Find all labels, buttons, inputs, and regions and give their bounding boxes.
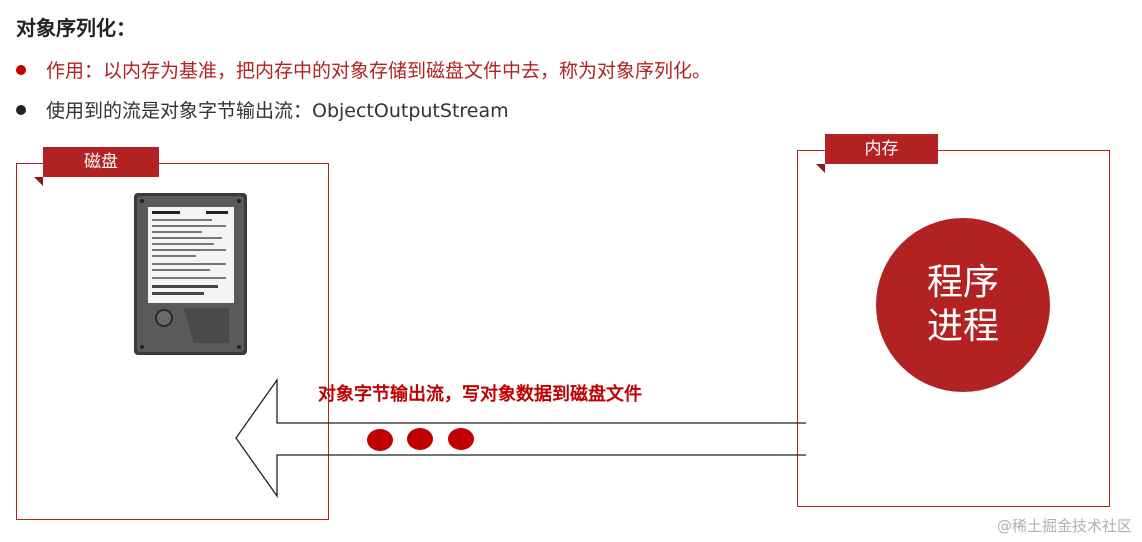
page-title: 对象序列化：: [16, 12, 136, 41]
bullet-stream: 使用到的流是对象字节输出流：ObjectOutputStream: [16, 96, 509, 123]
data-dot: [448, 428, 474, 450]
circle-line-2: 进程: [927, 305, 999, 349]
circle-line-1: 程序: [927, 261, 999, 305]
arrow-label: 对象字节输出流，写对象数据到磁盘文件: [318, 380, 642, 406]
bullet-dot: [16, 105, 26, 115]
bullet-dot: [16, 65, 26, 75]
disk-tag: 磁盘: [43, 147, 159, 177]
memory-tag: 内存: [825, 134, 938, 164]
hard-disk-icon: [134, 193, 247, 355]
bullet-stream-text: 使用到的流是对象字节输出流：ObjectOutputStream: [46, 96, 509, 123]
data-dot: [407, 428, 433, 450]
memory-tag-fold: [816, 164, 825, 173]
disk-tag-fold: [34, 177, 43, 186]
watermark: @稀土掘金技术社区: [997, 515, 1132, 536]
data-dot: [367, 429, 393, 451]
bullet-purpose-text: 作用：以内存为基准，把内存中的对象存储到磁盘文件中去，称为对象序列化。: [46, 56, 711, 83]
bullet-purpose: 作用：以内存为基准，把内存中的对象存储到磁盘文件中去，称为对象序列化。: [16, 56, 711, 83]
program-process-circle: 程序 进程: [876, 218, 1050, 392]
